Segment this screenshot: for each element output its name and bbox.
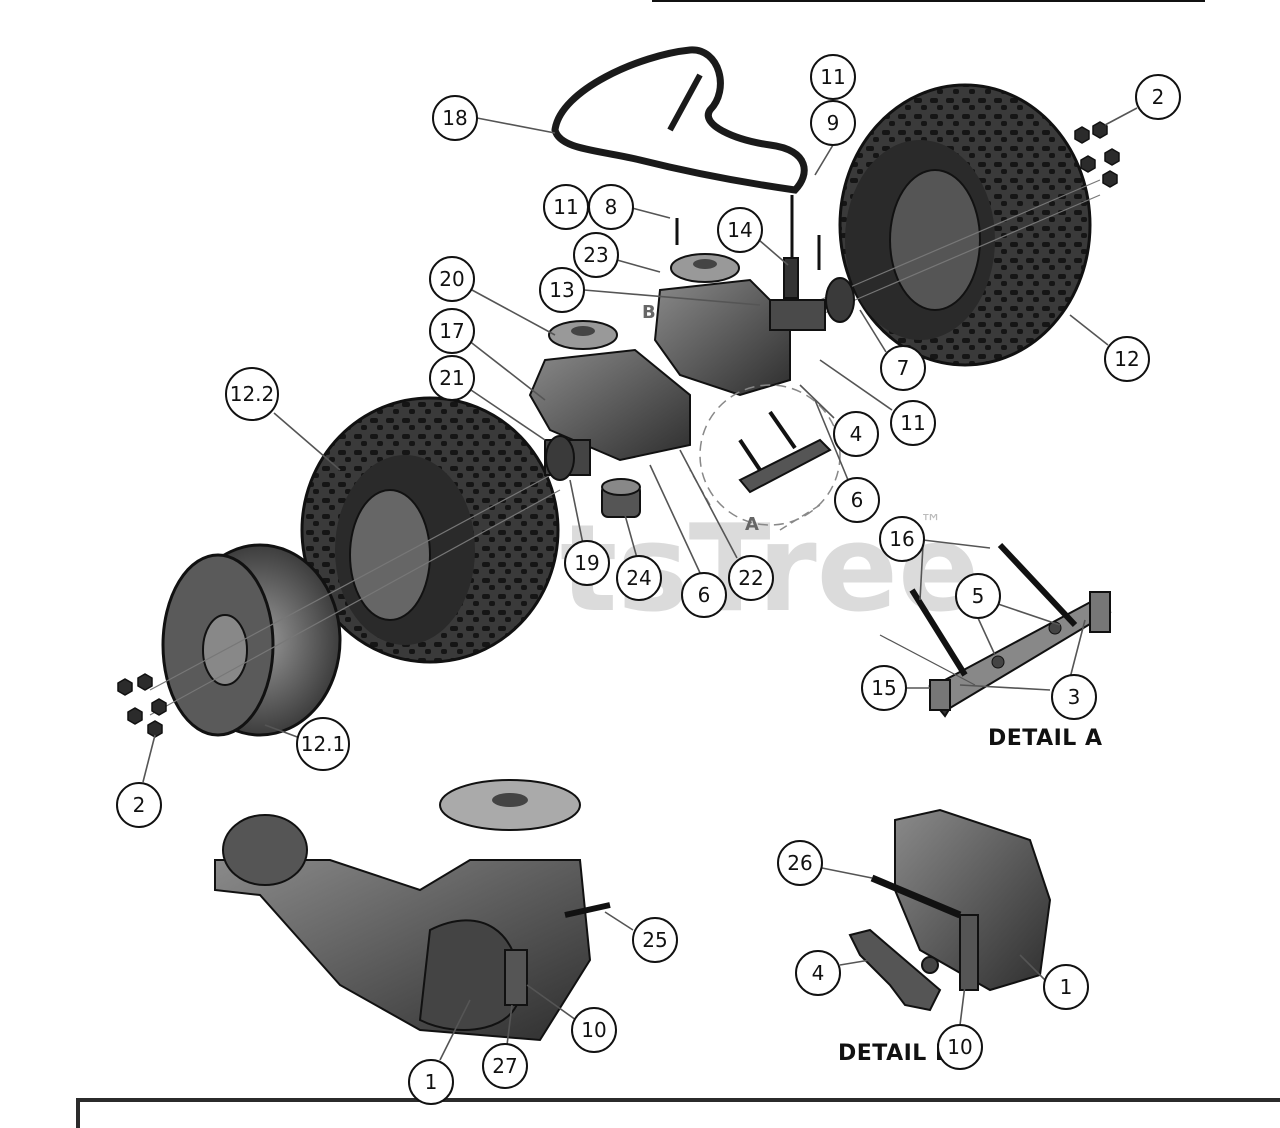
svg-text:3: 3 <box>1068 685 1081 709</box>
svg-text:17: 17 <box>439 319 464 343</box>
callout-8: 8 <box>588 184 634 230</box>
callout-3: 3 <box>1051 674 1097 720</box>
svg-text:18: 18 <box>442 106 467 130</box>
svg-text:14: 14 <box>727 218 752 242</box>
callout-11-top: 11 <box>810 54 856 100</box>
wheel-rim <box>161 543 342 737</box>
svg-text:15: 15 <box>871 676 896 700</box>
leader-lines <box>142 107 1138 1061</box>
lug-nuts-right <box>1074 121 1120 188</box>
callout-14: 14 <box>717 207 763 253</box>
linkage-rod <box>783 257 799 299</box>
svg-text:11: 11 <box>900 411 925 435</box>
detail-a-small-bracket <box>738 410 832 494</box>
svg-text:21: 21 <box>439 366 464 390</box>
callout-22: 22 <box>728 555 774 601</box>
svg-text:13: 13 <box>549 278 574 302</box>
svg-text:11: 11 <box>820 65 845 89</box>
svg-text:16: 16 <box>889 527 914 551</box>
svg-text:24: 24 <box>626 566 651 590</box>
svg-text:12: 12 <box>1114 347 1139 371</box>
callout-26: 26 <box>777 840 823 886</box>
svg-text:2: 2 <box>1152 85 1165 109</box>
callout-6-left: 6 <box>681 572 727 618</box>
svg-text:26: 26 <box>787 851 812 875</box>
callout-24: 24 <box>616 555 662 601</box>
svg-text:2: 2 <box>133 793 146 817</box>
svg-text:4: 4 <box>812 961 825 985</box>
callout-19: 19 <box>564 540 610 586</box>
svg-text:11: 11 <box>553 195 578 219</box>
callout-20: 20 <box>429 256 475 302</box>
detail-a-guide-line <box>879 634 976 686</box>
callout-15: 15 <box>861 665 907 711</box>
axle-alignment-lines <box>149 179 1101 716</box>
svg-text:1: 1 <box>1060 975 1073 999</box>
callout-17: 17 <box>429 308 475 354</box>
transaxle-assembly-main <box>214 779 611 1042</box>
callout-11-bolt: 11 <box>543 184 589 230</box>
callout-4-detail-b: 4 <box>795 950 841 996</box>
view-marker-a: A <box>745 514 759 535</box>
right-tire <box>838 83 1092 367</box>
svg-text:7: 7 <box>897 356 910 380</box>
callout-13: 13 <box>539 267 585 313</box>
detail-a-marker-circle <box>699 384 841 526</box>
svg-text:10: 10 <box>947 1035 972 1059</box>
callout-16: 16 <box>879 516 925 562</box>
callout-2-top: 2 <box>1135 74 1181 120</box>
svg-text:6: 6 <box>698 583 711 607</box>
svg-text:5: 5 <box>972 584 985 608</box>
drive-belt <box>551 46 808 194</box>
svg-text:23: 23 <box>583 243 608 267</box>
callout-4-top: 4 <box>833 411 879 457</box>
detail-a-bracket-assembly <box>909 542 1112 718</box>
svg-text:27: 27 <box>492 1054 517 1078</box>
left-transaxle <box>528 320 691 481</box>
svg-text:12.1: 12.1 <box>301 732 346 756</box>
callout-5: 5 <box>955 573 1001 619</box>
svg-text:4: 4 <box>850 422 863 446</box>
svg-text:6: 6 <box>851 488 864 512</box>
callout-10-main: 10 <box>571 1007 617 1053</box>
lug-nuts-left <box>117 673 167 738</box>
callout-12-2: 12.2 <box>225 367 279 421</box>
right-transaxle <box>653 253 855 397</box>
svg-text:8: 8 <box>605 195 618 219</box>
callout-18: 18 <box>432 95 478 141</box>
callout-6-right: 6 <box>834 477 880 523</box>
bottom-frame-inner <box>80 1102 1280 1128</box>
callout-9: 9 <box>810 100 856 146</box>
svg-text:1: 1 <box>425 1070 438 1094</box>
callout-1-main: 1 <box>408 1059 454 1105</box>
svg-text:9: 9 <box>827 111 840 135</box>
svg-text:20: 20 <box>439 267 464 291</box>
callout-2-bottom: 2 <box>116 782 162 828</box>
detail-a-title: DETAIL A <box>988 726 1103 751</box>
svg-text:22: 22 <box>738 566 763 590</box>
callout-27: 27 <box>482 1043 528 1089</box>
oil-filter <box>601 478 641 518</box>
callout-12-1: 12.1 <box>296 717 350 771</box>
callout-12: 12 <box>1104 336 1150 382</box>
callout-1-detail-b: 1 <box>1043 964 1089 1010</box>
trademark-symbol: ™ <box>920 511 942 536</box>
callout-7: 7 <box>880 345 926 391</box>
svg-text:25: 25 <box>642 928 667 952</box>
callout-21: 21 <box>429 355 475 401</box>
callout-23: 23 <box>573 232 619 278</box>
callout-11-right: 11 <box>890 400 936 446</box>
detail-b-assembly <box>848 808 1052 1012</box>
callout-10-detail-b: 10 <box>937 1024 983 1070</box>
drive-belt-inner-segment <box>667 73 703 132</box>
left-tire <box>300 396 560 664</box>
detail-b-title: DETAIL B <box>838 1041 952 1066</box>
svg-text:12.2: 12.2 <box>230 382 275 406</box>
view-marker-b: B <box>642 302 656 323</box>
svg-text:10: 10 <box>581 1018 606 1042</box>
callout-25: 25 <box>632 917 678 963</box>
svg-text:19: 19 <box>574 551 599 575</box>
